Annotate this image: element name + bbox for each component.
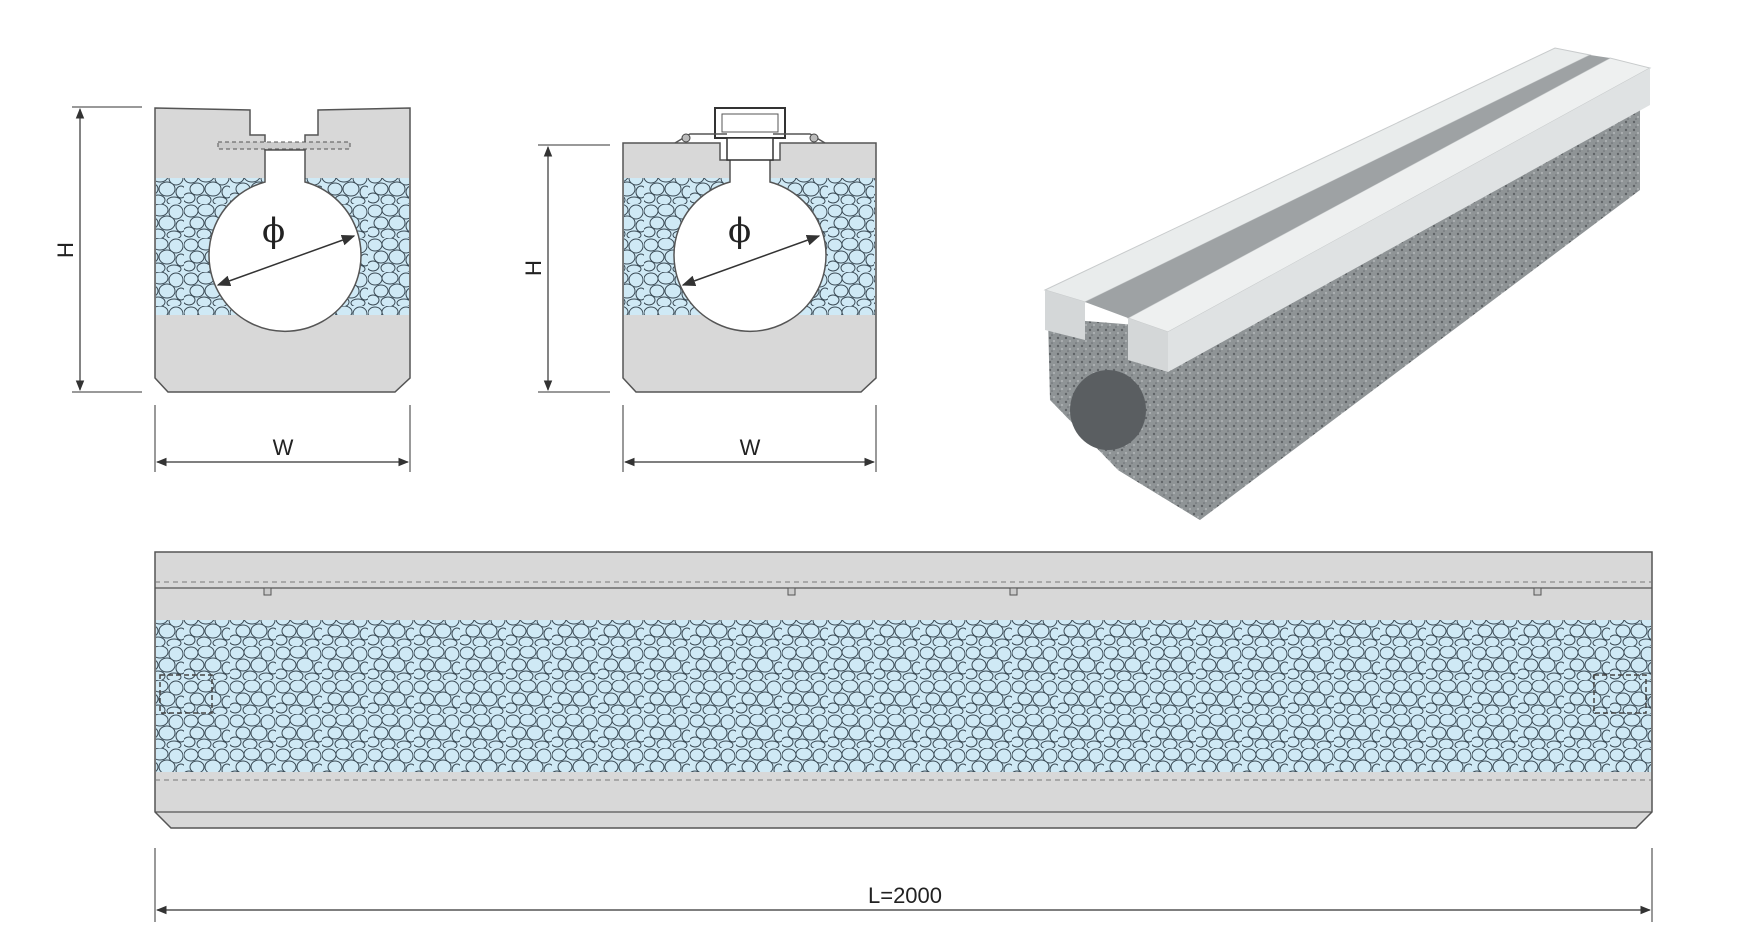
photo-rail-right-side [1168, 68, 1650, 372]
long-view-length-label: L=2000 [868, 883, 942, 908]
long-view-bolt-1 [263, 587, 272, 596]
section-b-width-label: W [740, 435, 761, 460]
section-a-diameter-label: ϕ [262, 211, 285, 251]
section-b-bolt-left [681, 133, 691, 143]
long-view-joint-right [1593, 674, 1647, 714]
photo-hollow [1070, 370, 1146, 450]
section-b-bolt-right [809, 133, 819, 143]
section-b-grate-inner [721, 113, 779, 133]
section-b-bracket-left [674, 133, 727, 144]
cross-section-b: ϕ H W [521, 107, 877, 472]
section-a-height-label: H [53, 242, 78, 258]
long-view-bolt-3 [1009, 587, 1018, 596]
long-view: L=2000 [154, 551, 1653, 922]
section-a-width-label: W [273, 435, 294, 460]
long-view-aggregate [156, 620, 1651, 772]
long-view-bolt-2 [787, 587, 796, 596]
product-photo [1043, 47, 1652, 520]
section-b-diameter-line [681, 235, 821, 286]
section-b-bracket-right [773, 133, 826, 144]
long-view-bolt-4 [1533, 587, 1542, 596]
section-a-bolt-plate [217, 141, 351, 150]
section-b-diameter-label: ϕ [728, 211, 751, 251]
section-b-height-label: H [521, 260, 546, 276]
photo-rail-left-front [1045, 290, 1085, 340]
cross-section-a: ϕ H W [53, 106, 411, 472]
photo-rail-right-front [1128, 318, 1168, 372]
section-b-grate-stem [726, 137, 774, 161]
section-a-diameter-line [216, 235, 356, 286]
long-view-joint-left [159, 674, 213, 714]
photo-side-face [1118, 95, 1640, 520]
photo-slot [1085, 55, 1610, 318]
